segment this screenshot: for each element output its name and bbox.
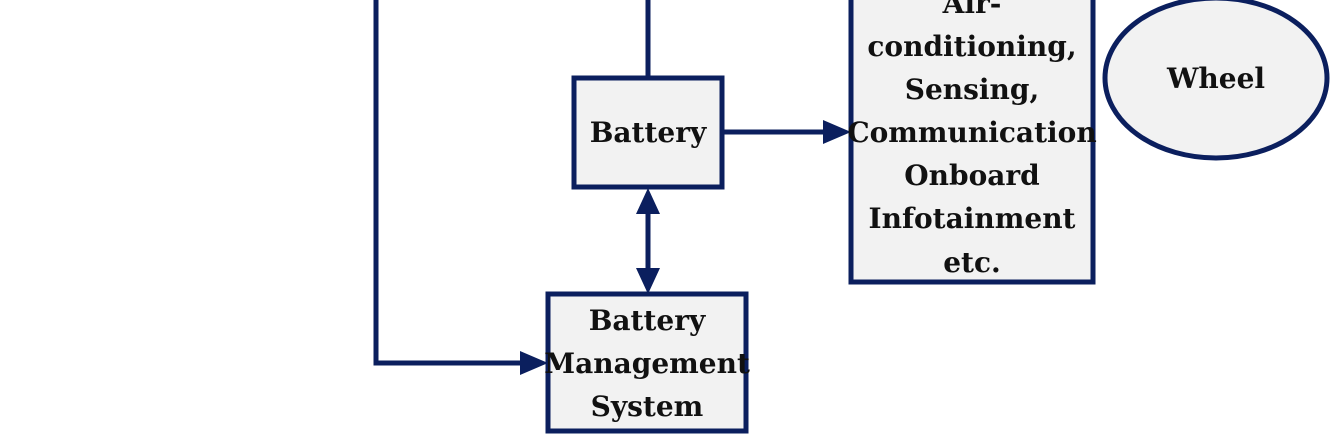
arrowhead-into-loads xyxy=(823,120,851,144)
arrowhead-into-bms xyxy=(520,351,548,375)
node-loads-line-4: Communication xyxy=(847,116,1096,149)
node-loads-line-6: Infotainment xyxy=(869,202,1076,235)
node-bms-line-2: Management xyxy=(544,347,750,380)
node-wheel: Wheel xyxy=(1102,0,1330,161)
node-loads-line-3: Sensing, xyxy=(905,73,1039,106)
node-bms-line-1: Battery xyxy=(589,304,706,337)
arrowhead-up-to-battery xyxy=(636,188,660,214)
node-loads-line-5: Onboard xyxy=(904,159,1039,192)
node-wheel-label: Wheel xyxy=(1166,62,1265,95)
connector-top-to-bms xyxy=(373,0,520,366)
node-loads-line-2: conditioning, xyxy=(867,30,1076,63)
node-loads: Air- conditioning, Sensing, Communicatio… xyxy=(847,0,1097,285)
node-battery: Battery xyxy=(571,75,725,190)
node-bms: Battery Management System xyxy=(544,291,750,434)
node-battery-label: Battery xyxy=(590,116,707,149)
node-loads-line-1: Air- xyxy=(942,0,1002,20)
arrowhead-down-to-bms xyxy=(636,268,660,294)
node-loads-line-7: etc. xyxy=(943,246,1001,279)
node-bms-line-3: System xyxy=(591,390,704,423)
